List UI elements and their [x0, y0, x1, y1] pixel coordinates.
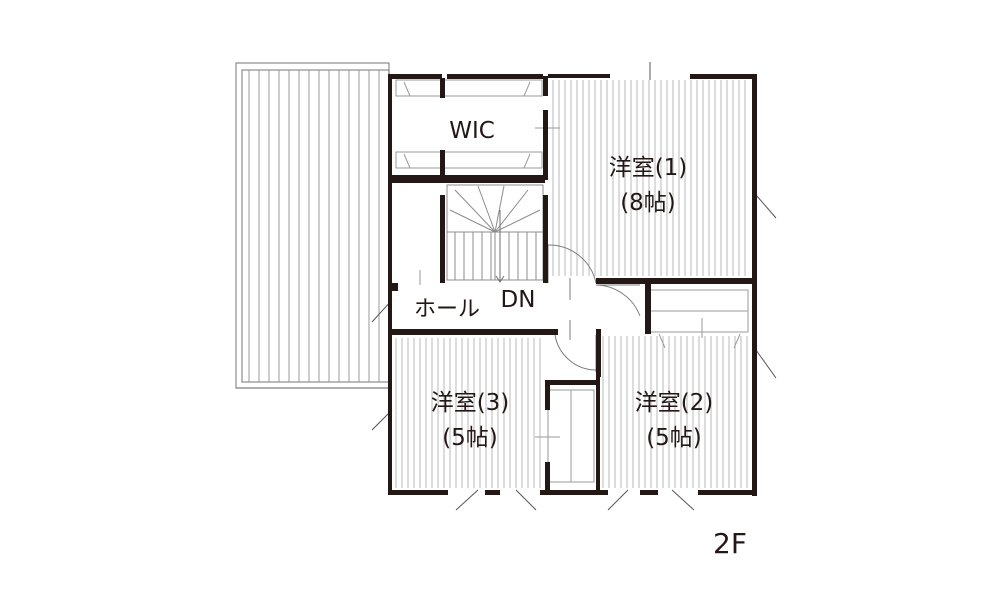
bedroom1-size-label: (8帖): [620, 190, 676, 216]
bedroom3-name-label: 洋室(3): [431, 390, 510, 416]
window-marks: [371, 62, 777, 511]
closet-fixtures: [395, 79, 749, 483]
walls: [388, 74, 757, 496]
wic-label: WIC: [449, 118, 495, 144]
hall-label: ホール: [414, 297, 480, 322]
room-floor-hatching: [395, 80, 748, 488]
room-labels: WIC 洋室(1) (8帖) ホール DN 洋室(3) (5帖) 洋室(2) (…: [414, 118, 747, 560]
bedroom2-name-label: 洋室(2): [635, 390, 714, 416]
bedroom2-size-label: (5帖): [646, 425, 702, 451]
balcony-deck-hatching: [248, 70, 380, 382]
stairs-down-label: DN: [501, 287, 536, 313]
staircase: [446, 184, 544, 283]
door-swings: [547, 244, 641, 372]
bedroom1-name-label: 洋室(1): [609, 155, 688, 181]
floor-label: 2F: [713, 527, 747, 560]
bedroom3-size-label: (5帖): [442, 425, 498, 451]
